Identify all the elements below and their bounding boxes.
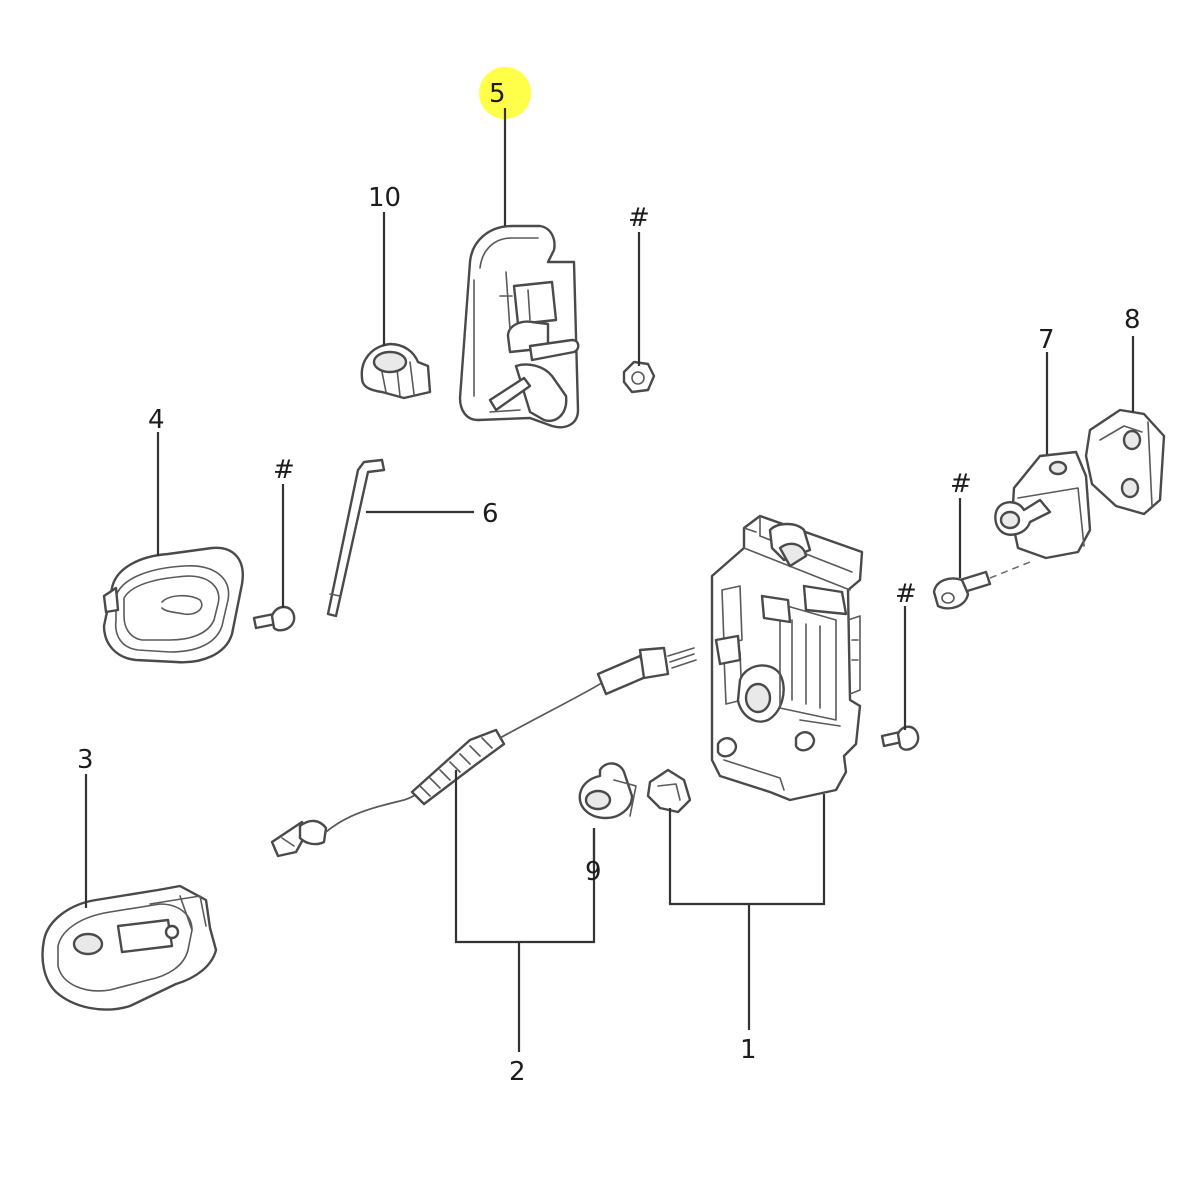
callout-9-label: 9 — [585, 857, 602, 887]
screw-part-4[interactable] — [252, 605, 296, 632]
callout-5-label: 5 — [489, 79, 506, 109]
part-1-cable-clip[interactable] — [646, 768, 692, 814]
part-1-door-latch[interactable] — [710, 514, 864, 802]
hash-label-screw1: # — [895, 579, 917, 609]
part-2-cable-assembly[interactable] — [270, 646, 697, 858]
part-10-push-clip[interactable] — [360, 342, 432, 400]
part-7-striker[interactable] — [994, 450, 1092, 560]
part-6-rod[interactable] — [326, 458, 386, 618]
hex-nut-upper[interactable] — [622, 360, 656, 394]
callout-7-label: 7 — [1038, 325, 1055, 355]
hash-label-nut: # — [628, 203, 650, 233]
screw-part-7[interactable] — [932, 561, 1031, 610]
leader-2-bracket — [454, 770, 596, 1052]
callout-6-label: 6 — [482, 499, 499, 529]
part-9-cable-clip[interactable] — [578, 762, 637, 820]
callout-2-label: 2 — [509, 1057, 526, 1087]
callout-1-label: 1 — [740, 1035, 757, 1065]
hash-label-screw4: # — [273, 455, 295, 485]
callout-4-label: 4 — [148, 405, 165, 435]
callout-10-label: 10 — [368, 183, 401, 213]
leader-1-bracket — [668, 794, 826, 1030]
part-4-handle-bezel[interactable] — [102, 546, 244, 664]
screw-part-1[interactable] — [880, 725, 920, 751]
part-5-handle-bracket[interactable] — [458, 224, 580, 429]
part-8-plate[interactable] — [1084, 408, 1166, 516]
callout-3-label: 3 — [77, 745, 94, 775]
hash-label-screw7: # — [950, 469, 972, 499]
callout-5-highlight — [479, 67, 531, 119]
leader-lines — [84, 108, 1135, 1052]
callout-8-label: 8 — [1124, 305, 1141, 335]
part-3-inner-handle[interactable] — [41, 884, 218, 1011]
